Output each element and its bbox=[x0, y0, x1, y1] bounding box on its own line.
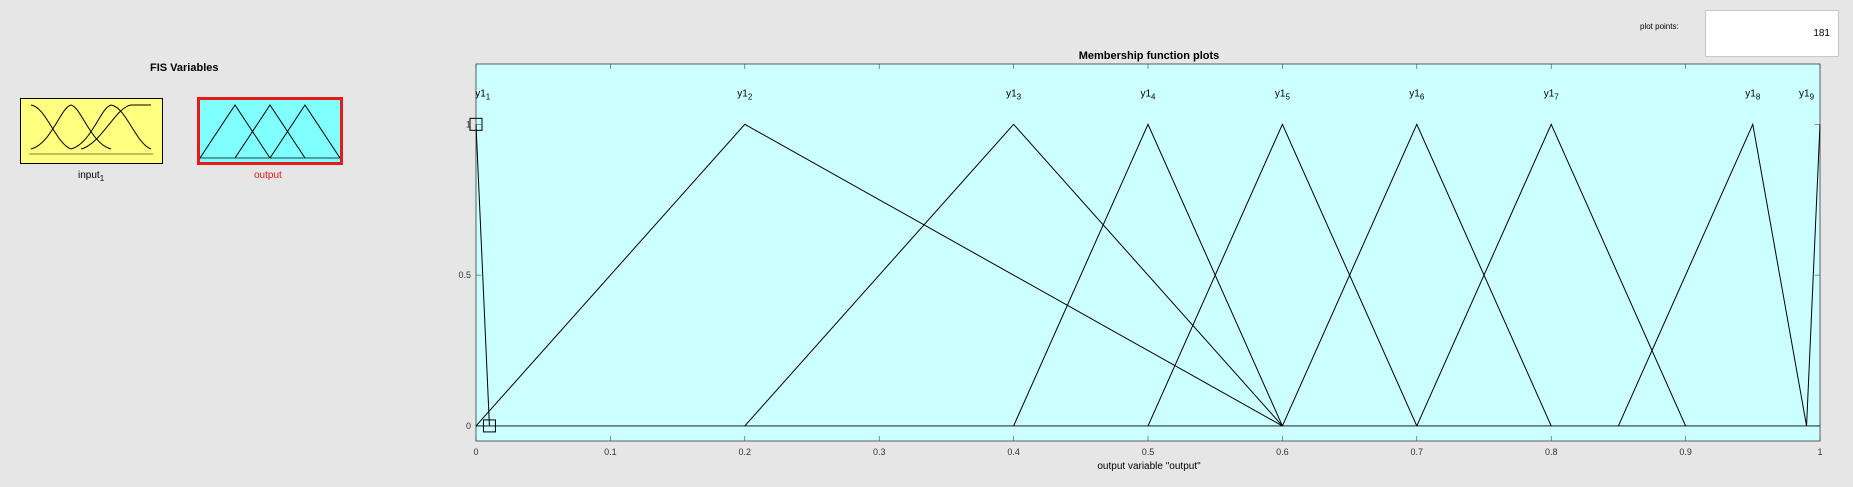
x-tick-label: 0.1 bbox=[604, 447, 617, 457]
mf-line-y1-4[interactable] bbox=[1013, 123, 1283, 427]
x-axis-label: output variable "output" bbox=[1097, 461, 1201, 472]
mf-line-y1-8[interactable] bbox=[1617, 122, 1808, 427]
x-tick-label: 0.4 bbox=[1007, 447, 1020, 457]
mf-label-y1-3[interactable]: y13 bbox=[1006, 88, 1022, 101]
y-tick-label: 1 bbox=[466, 119, 471, 129]
mf-line-y1-1[interactable] bbox=[475, 124, 490, 426]
y-tick-label: 0 bbox=[466, 421, 471, 431]
mf-label-y1-5[interactable]: y15 bbox=[1275, 88, 1291, 101]
mf-label-y1-4[interactable]: y14 bbox=[1140, 88, 1156, 101]
mf-line-y1-9[interactable] bbox=[1806, 124, 1821, 426]
mf-vertex-handle[interactable] bbox=[469, 117, 483, 131]
mf-line-y1-2[interactable] bbox=[475, 123, 1283, 427]
mf-label-y1-1[interactable]: y11 bbox=[475, 88, 491, 101]
fis-variables-title: FIS Variables bbox=[150, 62, 219, 74]
mf-label-y1-2[interactable]: y12 bbox=[737, 88, 753, 101]
plot-title: Membership function plots bbox=[1079, 50, 1220, 62]
x-tick-label: 0.5 bbox=[1142, 447, 1155, 457]
mf-label-y1-8[interactable]: y18 bbox=[1745, 88, 1761, 101]
plot-points-input[interactable] bbox=[1705, 10, 1839, 57]
x-tick-label: 1 bbox=[1817, 447, 1822, 457]
x-tick-label: 0.6 bbox=[1276, 447, 1289, 457]
mf-line-y1-5[interactable] bbox=[1147, 123, 1418, 427]
input-mf-thumbnail-icon bbox=[29, 104, 153, 155]
x-tick-label: 0.3 bbox=[873, 447, 886, 457]
output-variable-box[interactable] bbox=[197, 97, 343, 165]
mf-label-y1-9[interactable]: y19 bbox=[1799, 88, 1815, 101]
mf-line-y1-7[interactable] bbox=[1416, 123, 1687, 427]
mf-line-y1-6[interactable] bbox=[1281, 123, 1552, 427]
mf-label-y1-6[interactable]: y16 bbox=[1409, 88, 1425, 101]
input-variable-label[interactable]: input1 bbox=[78, 170, 105, 183]
x-tick-label: 0.7 bbox=[1411, 447, 1424, 457]
output-mf-thumbnail-icon bbox=[200, 104, 340, 159]
plot-points-label: plot points: bbox=[1640, 22, 1679, 31]
mf-vertex-handle[interactable] bbox=[482, 419, 496, 433]
y-tick-label: 0.5 bbox=[458, 270, 471, 280]
mf-label-y1-7[interactable]: y17 bbox=[1544, 88, 1560, 101]
x-tick-label: 0.9 bbox=[1679, 447, 1692, 457]
x-tick-label: 0 bbox=[473, 447, 478, 457]
input-variable-box[interactable] bbox=[20, 98, 163, 164]
x-tick-label: 0.8 bbox=[1545, 447, 1558, 457]
output-variable-label[interactable]: output bbox=[254, 170, 282, 181]
plot-area[interactable] bbox=[475, 63, 1821, 442]
x-tick-label: 0.2 bbox=[739, 447, 752, 457]
